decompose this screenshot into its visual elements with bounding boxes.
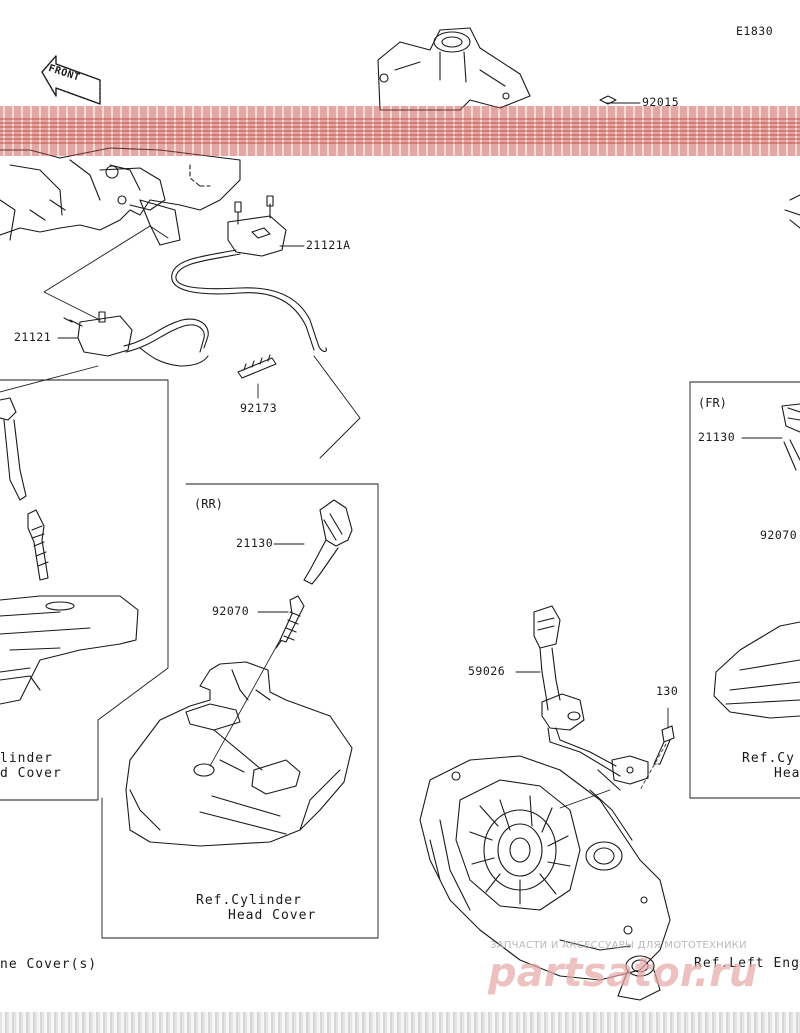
clamp-92173 — [237, 354, 277, 379]
front-arrow-icon — [41, 55, 101, 105]
ref-left-cover-line1: linder — [0, 751, 53, 766]
part-21130-rr[interactable]: 21130 — [236, 536, 274, 550]
scan-noise-band — [0, 106, 800, 156]
part-92173[interactable]: 92173 — [240, 401, 278, 415]
ignition-coil-21121 — [63, 311, 209, 367]
head-cover-rr — [125, 661, 353, 847]
section-rr-label: (RR) — [194, 497, 223, 511]
frame-bracket — [377, 27, 617, 111]
scan-noise-bottom — [0, 1012, 800, 1033]
frame-structure — [0, 147, 800, 246]
left-engine-cover — [419, 755, 671, 1001]
part-21130-fr[interactable]: 21130 — [698, 430, 736, 444]
part-21121a[interactable]: 21121A — [306, 238, 351, 252]
scan-noise-band-inner — [0, 118, 800, 144]
ref-rr-cover-line1: Ref.Cylinder — [196, 893, 302, 908]
watermark-logo: partsator.ru — [488, 950, 758, 996]
watermark-tagline: ЗАПЧАСТИ И АКСЕССУАРЫ ДЛЯ МОТОТЕХНИКИ — [490, 940, 747, 951]
part-59026[interactable]: 59026 — [468, 664, 506, 678]
left-section-frame — [0, 379, 169, 801]
ref-fr-cover-line2: Hea — [774, 766, 800, 781]
leader-lines — [0, 102, 783, 729]
ignition-coil-21121a — [171, 195, 327, 353]
diagram-code: E1830 — [736, 24, 774, 38]
fr-section-frame — [689, 381, 800, 799]
sensor-59026 — [533, 605, 649, 785]
ref-rr-cover-line2: Head Cover — [228, 908, 317, 923]
rr-section-frame — [101, 483, 379, 939]
engine-ref-leader — [559, 789, 611, 809]
plug-cap-21130-rr — [303, 499, 353, 585]
ref-left-cover-line2: d Cover — [0, 766, 62, 781]
part-92070-fr[interactable]: 92070 — [760, 528, 798, 542]
ref-engine-covers: ne Cover(s) — [0, 957, 98, 972]
left-coil-plug — [0, 397, 139, 705]
ref-fr-cover-line1: Ref.Cy — [742, 751, 795, 766]
ref-left-engine: Ref.Left Engi — [694, 956, 800, 971]
section-fr-label: (FR) — [698, 396, 727, 410]
part-92015[interactable]: 92015 — [642, 95, 680, 109]
part-130[interactable]: 130 — [656, 684, 679, 698]
rr-plug-leader — [209, 639, 281, 767]
plug-cap-21130-fr — [781, 403, 800, 471]
part-92070-rr[interactable]: 92070 — [212, 604, 250, 618]
head-cover-fr — [713, 621, 800, 719]
bolt-130 — [639, 725, 675, 791]
spark-plug-92070-rr — [275, 595, 305, 649]
part-21121[interactable]: 21121 — [14, 330, 52, 344]
